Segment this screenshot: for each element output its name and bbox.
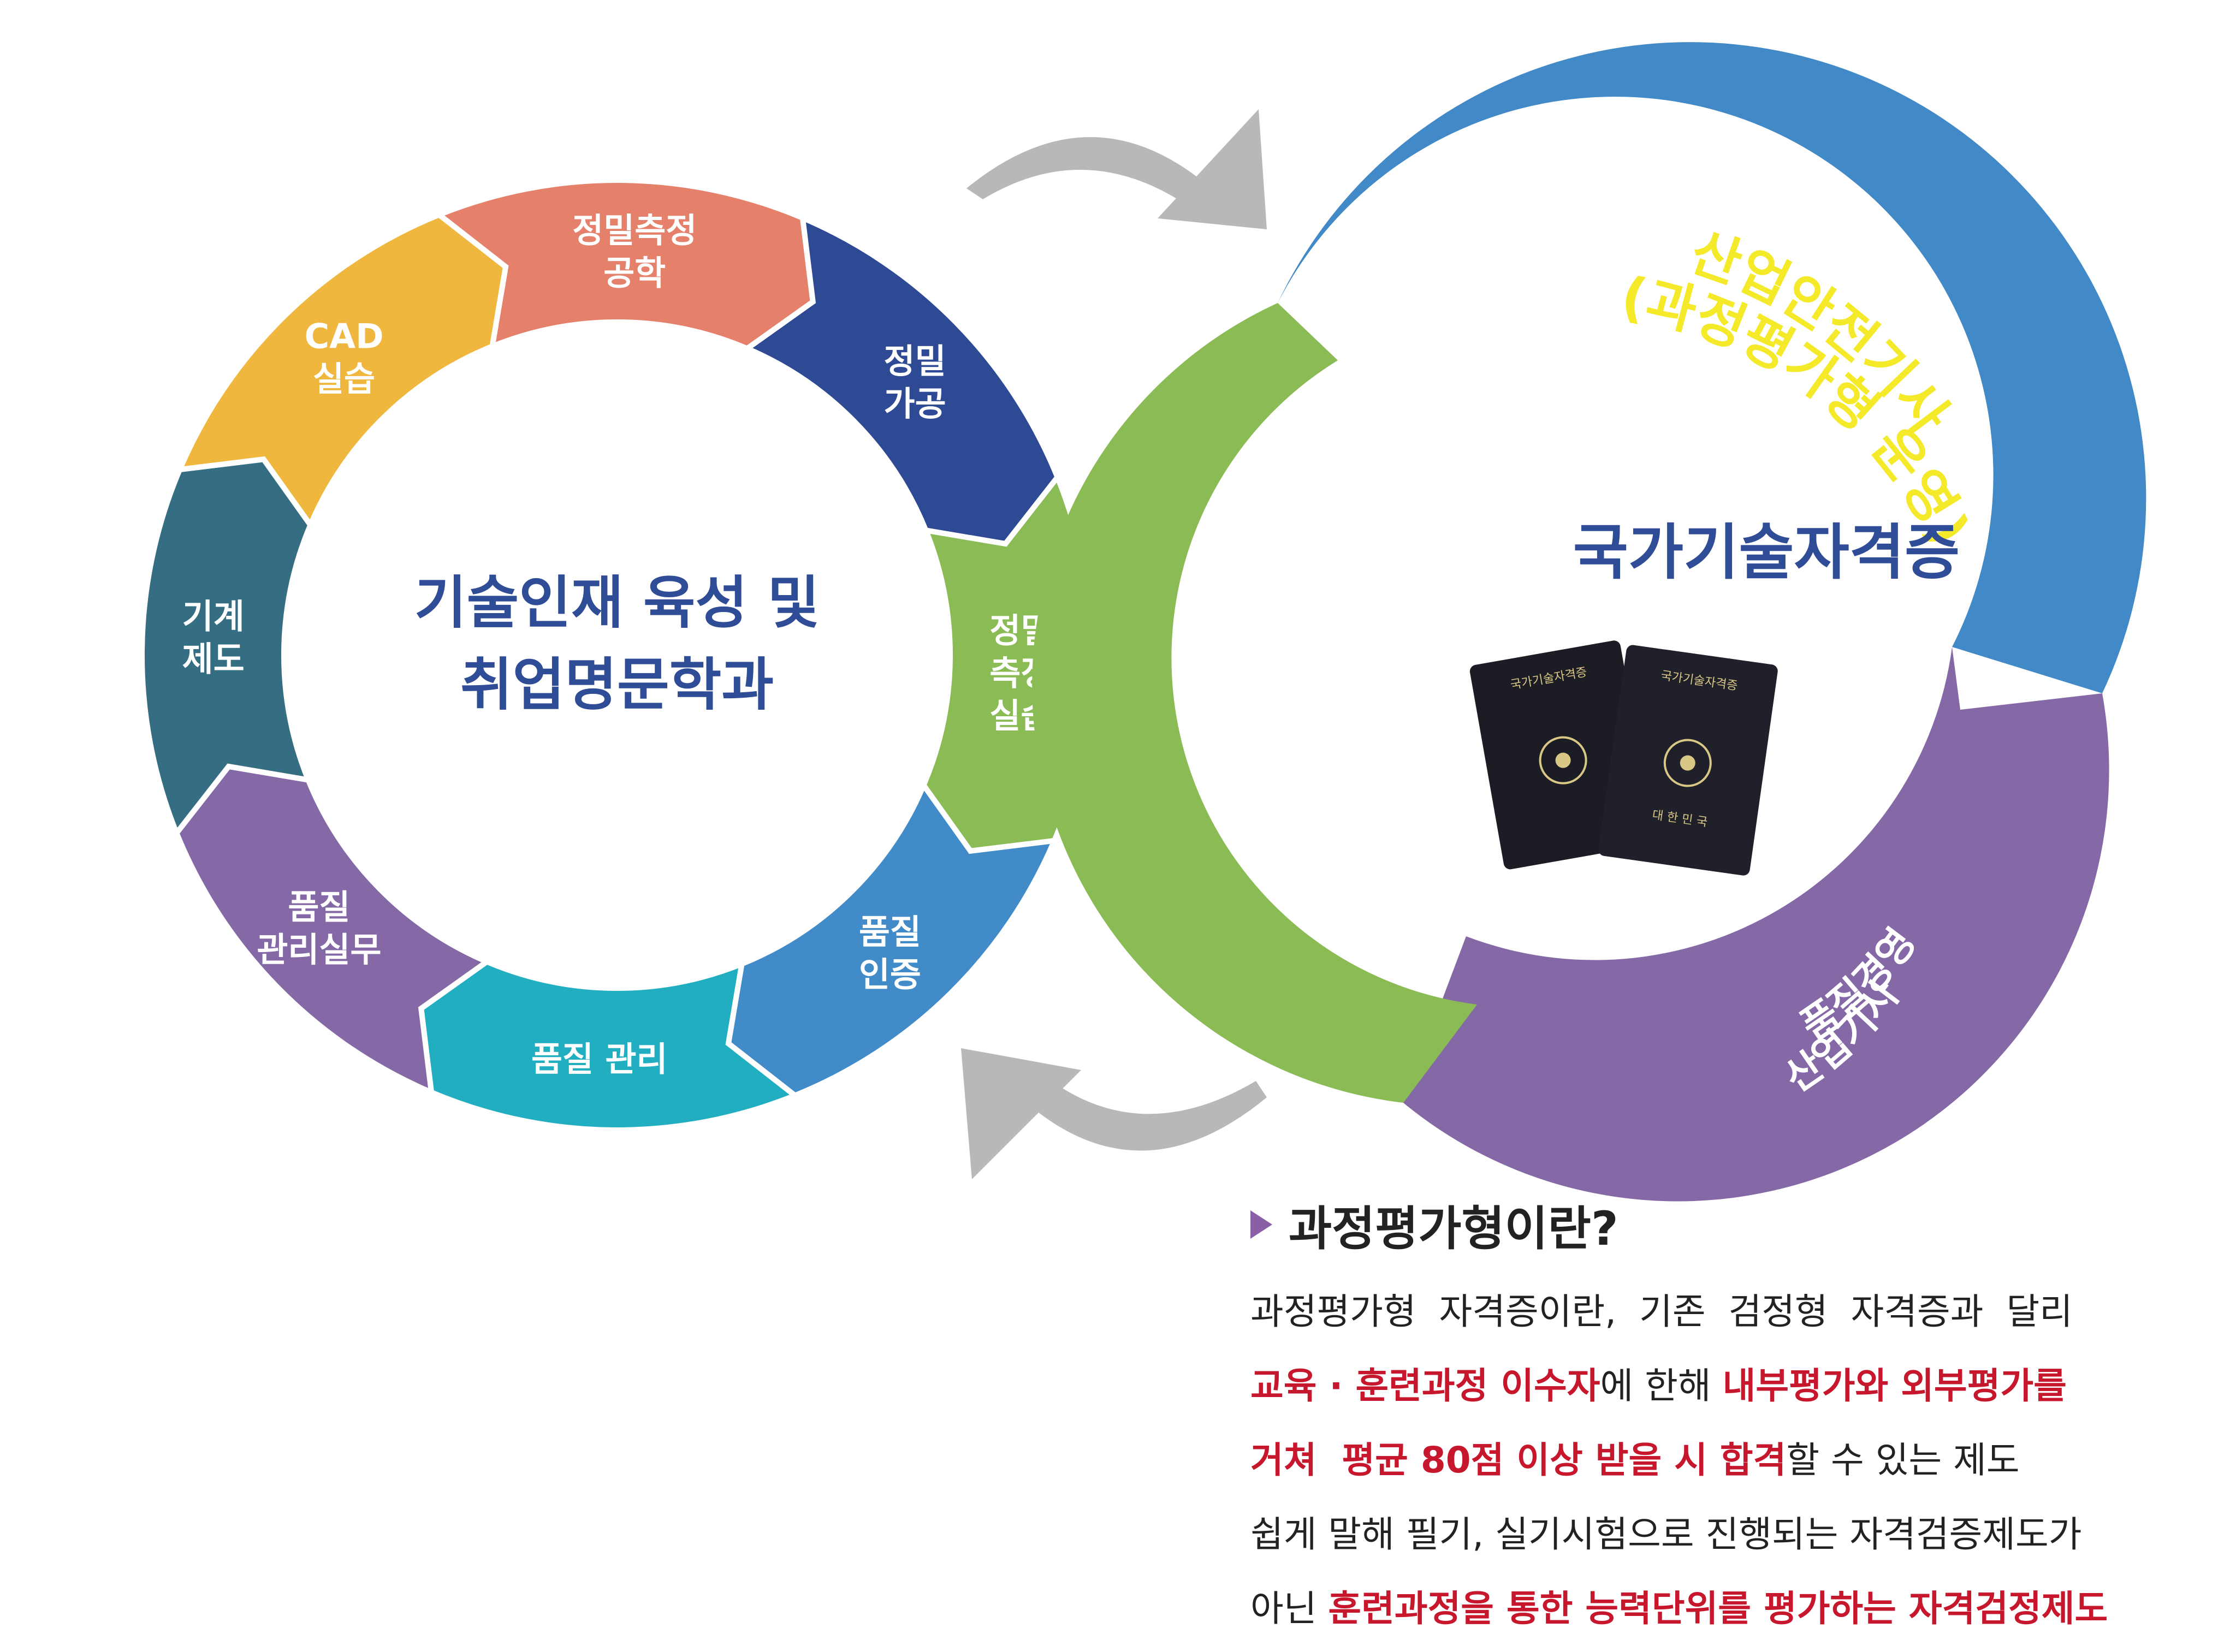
left-cycle-center-title: 기술인재 육성 및 취업명문학과 — [414, 569, 820, 718]
right-left-arc-label-line: 정밀 — [1205, 595, 1271, 637]
cycle-arrow-bottom — [961, 1048, 1267, 1179]
info-title-text: 과정평가형이란? — [1289, 1202, 1618, 1256]
left-segment-label: 품질 — [859, 912, 921, 952]
right-arc-top — [1278, 42, 2146, 693]
highlight-text: 교육 · 훈련과정 이수자 — [1250, 1365, 1600, 1407]
body-text: 아닌 — [1250, 1588, 1328, 1630]
body-text: 과정평가형 자격증이란, 기존 검정형 자격증과 달리 — [1250, 1291, 2073, 1333]
info-line: 아닌 훈련과정을 통한 능력단위를 평가하는 자격검정제도 — [1250, 1572, 2190, 1646]
right-arc-bottom — [1403, 647, 2109, 1202]
left-segment-label: CAD — [305, 316, 384, 356]
left-segment-label: 정밀 — [884, 341, 946, 381]
triangle-bullet-icon — [1250, 1210, 1272, 1239]
body-text: 할 수 있는 제도 — [1786, 1439, 2020, 1481]
right-left-arc-label-line: 기사 — [1205, 745, 1271, 787]
left-segment — [175, 211, 509, 531]
left-segment-label: 실습 — [313, 359, 375, 399]
left-center-title-line-1: 기술인재 육성 및 — [414, 569, 820, 636]
right-cycle-ring — [1032, 42, 2146, 1202]
body-text: 에 한해 — [1600, 1365, 1723, 1407]
cycle-arrow-top — [966, 109, 1267, 229]
emblem-icon — [1663, 739, 1712, 787]
highlight-text: 내부평가와 외부평가를 — [1722, 1365, 2067, 1407]
info-line: 거쳐 평균 80점 이상 받을 시 합격할 수 있는 제도 — [1250, 1423, 2190, 1498]
left-segment-label: 인증 — [859, 955, 921, 995]
left-segment-label: 가공 — [884, 384, 946, 424]
left-segment-label: 기계 — [182, 597, 245, 637]
left-segment-label: 공학 — [603, 253, 666, 293]
info-line: 쉽게 말해 필기, 실기시험으로 진행되는 자격검증제도가 — [1250, 1498, 2190, 1572]
info-line: 교육 · 훈련과정 이수자에 한해 내부평가와 외부평가를 — [1250, 1349, 2190, 1423]
body-text: 쉽게 말해 필기, 실기시험으로 진행되는 자격검증제도가 — [1250, 1513, 2082, 1555]
left-segment-label: 관리실무 — [257, 930, 381, 970]
right-arc-left — [1032, 303, 1477, 1103]
right-left-arc-label-line: 측정 — [1205, 645, 1271, 687]
info-line: 과정평가형 자격증이란, 기존 검정형 자격증과 달리 — [1250, 1275, 2190, 1349]
left-segment-label: 정밀측정 — [572, 211, 697, 251]
right-left-arc-label-line: 산업 — [1205, 695, 1271, 737]
left-center-title-line-2: 취업명문학과 — [460, 651, 774, 718]
highlight-text: 거쳐 평균 80점 이상 받을 시 합격 — [1250, 1439, 1787, 1481]
left-segment-label: 품질 관리 — [531, 1039, 668, 1079]
left-segment-label: 품질 — [288, 887, 350, 927]
right-center-title: 국가기술자격증 — [1573, 518, 1960, 587]
left-segment-label: 제도 — [182, 639, 245, 679]
emblem-icon — [1539, 736, 1587, 785]
highlight-text: 훈련과정을 통한 능력단위를 평가하는 자격검정제도 — [1328, 1588, 2108, 1630]
info-title: 과정평가형이란? — [1250, 1190, 2190, 1258]
passport-image: 국가기술자격증 국가기술자격증 대 한 민 국 — [1469, 640, 1778, 876]
